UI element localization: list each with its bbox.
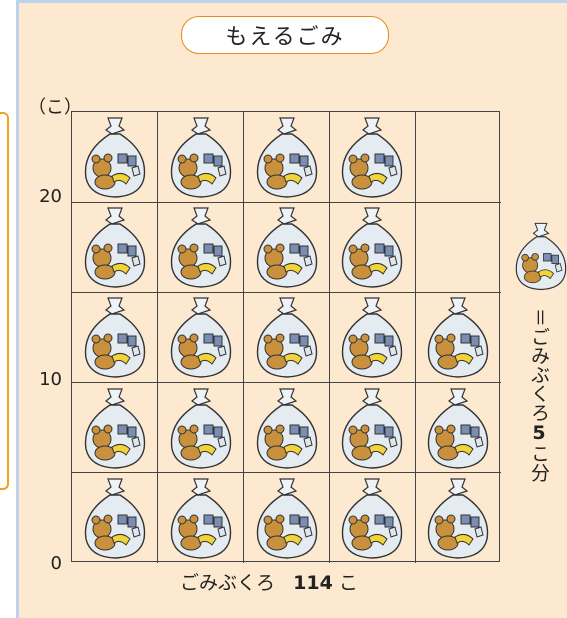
garbage-bag-icon — [329, 292, 415, 382]
garbage-bag-icon — [72, 383, 158, 473]
y-axis-unit-label: （こ） — [28, 97, 82, 118]
page-title: もえるごみ — [181, 16, 389, 54]
garbage-bag-icon — [244, 202, 330, 292]
garbage-bag-icon — [158, 202, 244, 292]
garbage-bag-icon — [415, 292, 501, 382]
garbage-bag-icon — [244, 473, 330, 563]
legend-text-number: 5 — [528, 422, 550, 444]
garbage-bag-icon — [72, 112, 158, 202]
total-label-suffix: こ — [338, 572, 358, 594]
garbage-bag-icon — [415, 383, 501, 473]
grid-hline — [72, 472, 501, 474]
legend-text-suffix: こ分 — [528, 444, 550, 482]
garbage-bag-icon — [72, 292, 158, 382]
garbage-bag-icon — [158, 473, 244, 563]
garbage-bag-icon — [158, 383, 244, 473]
grid-vline — [157, 112, 159, 563]
legend-text: ＝ごみぶくろ5こ分 — [527, 308, 551, 482]
grid-vline — [414, 112, 416, 563]
grid-vline — [243, 112, 245, 563]
garbage-bag-icon — [329, 383, 415, 473]
garbage-bag-icon — [329, 202, 415, 292]
garbage-bag-icon — [244, 112, 330, 202]
y-tick-20: 20 — [39, 186, 62, 207]
legend-garbage-bag-icon — [505, 218, 567, 298]
grid-hline — [72, 291, 501, 293]
grid-hline — [72, 382, 501, 384]
total-label-prefix: ごみぶくろ — [180, 572, 276, 594]
garbage-bag-icon — [158, 292, 244, 382]
garbage-bag-icon — [72, 202, 158, 292]
garbage-bag-icon — [329, 473, 415, 563]
total-label-number: 114 — [293, 572, 333, 594]
garbage-bag-icon — [329, 112, 415, 202]
garbage-bag-icon — [244, 292, 330, 382]
left-accent-bar — [0, 112, 9, 490]
y-tick-0: 0 — [50, 553, 62, 574]
garbage-bag-icon — [244, 383, 330, 473]
y-tick-10: 10 — [39, 369, 62, 390]
grid-vline — [328, 112, 330, 563]
grid-hline — [72, 201, 501, 203]
legend-text-prefix: ＝ごみぶくろ — [528, 308, 550, 422]
total-label: ごみぶくろ 114 こ — [180, 568, 358, 595]
garbage-bag-icon — [158, 112, 244, 202]
garbage-bag-icon — [72, 473, 158, 563]
pictograph-grid — [71, 111, 501, 563]
garbage-bag-icon — [415, 473, 501, 563]
